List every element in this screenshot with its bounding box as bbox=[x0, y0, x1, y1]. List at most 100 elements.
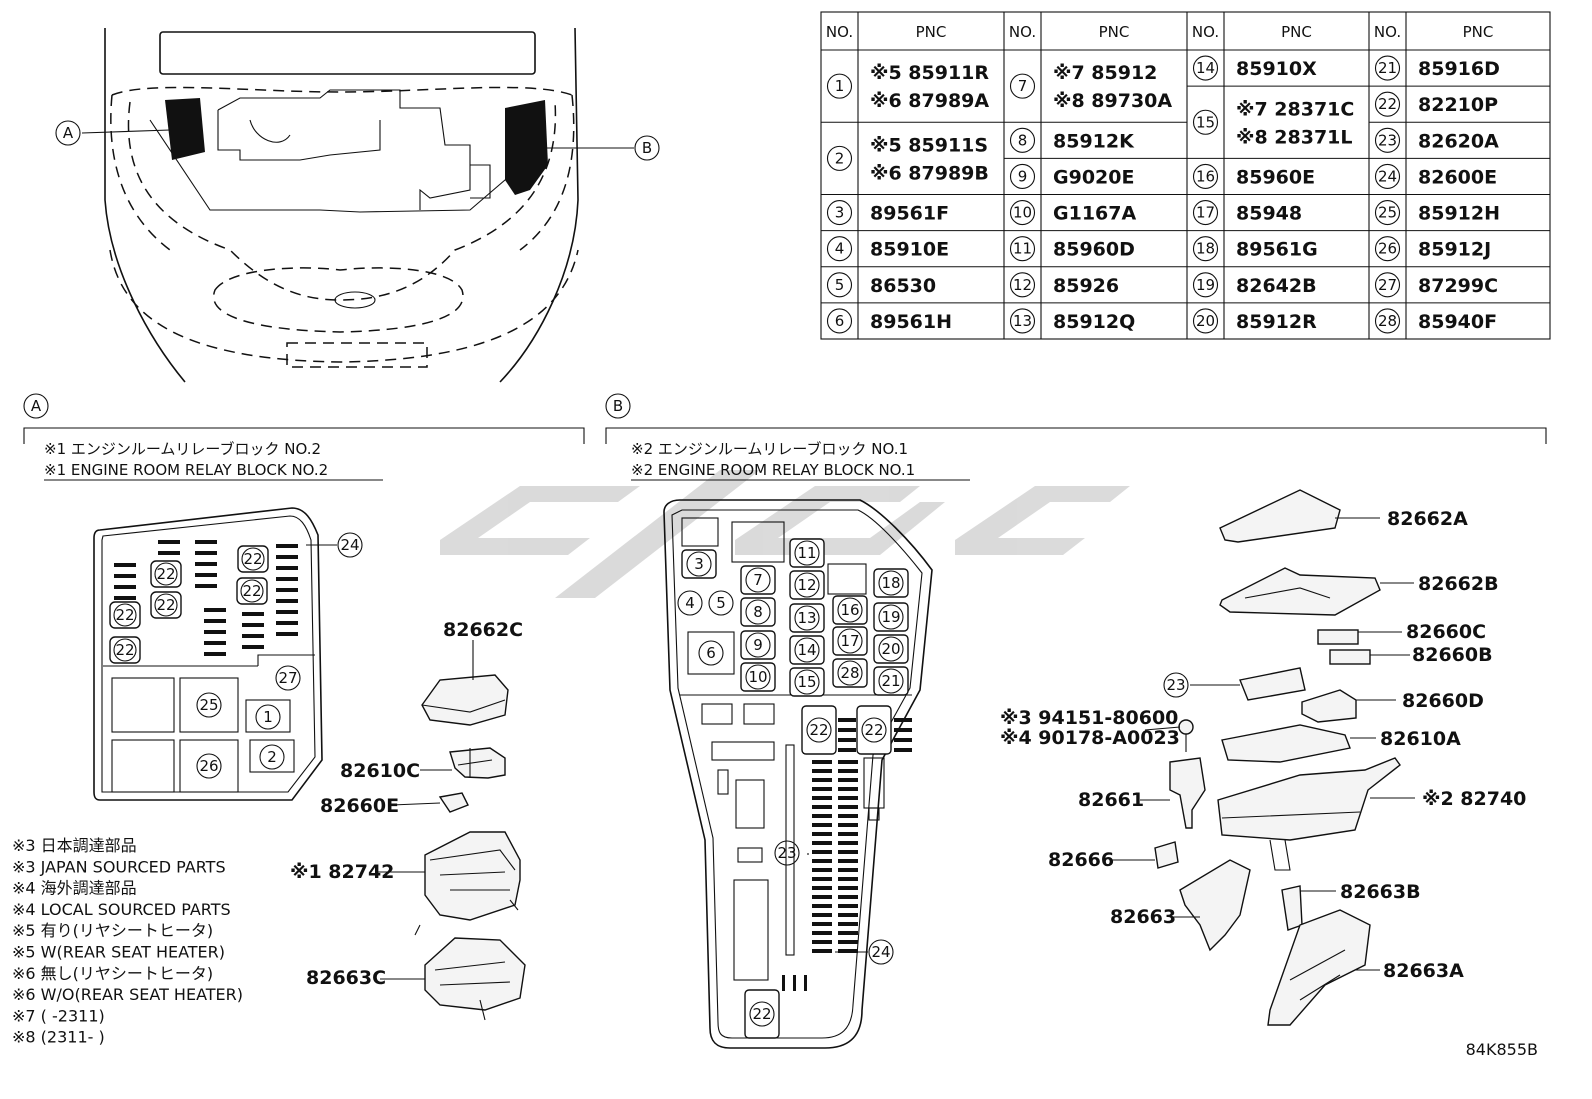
table-no-3: 3 bbox=[826, 200, 853, 226]
callout-22: 22 bbox=[806, 717, 832, 743]
part-label-b-8: 82666 bbox=[1048, 849, 1114, 871]
svg-text:16: 16 bbox=[840, 601, 859, 619]
svg-text:2: 2 bbox=[835, 149, 845, 167]
table-no-24: 24 bbox=[1374, 163, 1401, 189]
svg-text:6: 6 bbox=[706, 644, 716, 662]
part-label-0: 82662C bbox=[443, 619, 523, 641]
table-pnc-7: ※7 85912 bbox=[1053, 62, 1157, 84]
part-label-b-11: 82663A bbox=[1383, 960, 1464, 982]
relay-slot-18: 18 bbox=[873, 568, 909, 598]
table-pnc-1: ※6 87989A bbox=[870, 90, 989, 112]
svg-text:9: 9 bbox=[753, 636, 763, 654]
callout-22: 22 bbox=[113, 638, 137, 662]
callout-24-b: 24 bbox=[868, 939, 894, 965]
legend-note-2: ※4 海外調達部品 bbox=[12, 879, 137, 898]
svg-text:19: 19 bbox=[881, 608, 900, 626]
svg-text:13: 13 bbox=[797, 609, 816, 627]
table-pnc-20: 85912R bbox=[1236, 311, 1317, 333]
part-82662c-cover bbox=[421, 640, 509, 726]
relay-slot-7: 7 bbox=[740, 565, 776, 595]
watermark-logo bbox=[440, 470, 1130, 598]
section-a-title-jp: ※1 エンジンルームリレーブロック NO.2 bbox=[44, 440, 321, 458]
bolt-label-1: ※4 90178-A0023 bbox=[1000, 727, 1180, 749]
svg-text:24: 24 bbox=[340, 536, 359, 554]
callout-b-label: B bbox=[642, 139, 652, 157]
svg-text:7: 7 bbox=[753, 571, 763, 589]
table-no-6: 6 bbox=[826, 308, 853, 334]
part-82660b-relay bbox=[1329, 649, 1410, 665]
legend-note-3: ※4 LOCAL SOURCED PARTS bbox=[12, 900, 231, 919]
callout-13: 13 bbox=[794, 605, 820, 631]
part-82663c-bracket bbox=[424, 937, 526, 1021]
table-pnc-15: ※8 28371L bbox=[1236, 126, 1353, 148]
table-pnc-2: ※5 85911S bbox=[870, 134, 988, 156]
callout-3: 3 bbox=[686, 551, 712, 577]
table-header-no: NO. bbox=[826, 23, 853, 41]
part-82660d-relay-block bbox=[1301, 689, 1396, 723]
part-label-3: ※1 82742 bbox=[290, 861, 394, 883]
relay-slot-14: 14 bbox=[789, 635, 825, 665]
section-b-letter: B bbox=[613, 397, 623, 415]
table-no-18: 18 bbox=[1192, 236, 1219, 262]
svg-text:20: 20 bbox=[881, 640, 900, 658]
bolt-label-0: ※3 94151-80600 bbox=[1000, 707, 1178, 729]
table-pnc-13: 85912Q bbox=[1053, 311, 1135, 333]
svg-text:11: 11 bbox=[1013, 240, 1032, 258]
table-pnc-22: 82210P bbox=[1418, 94, 1498, 116]
table-pnc-18: 89561G bbox=[1236, 239, 1318, 261]
table-no-28: 28 bbox=[1374, 308, 1401, 334]
svg-text:22: 22 bbox=[242, 582, 261, 600]
legend-note-5: ※5 W(REAR SEAT HEATER) bbox=[12, 943, 225, 962]
table-pnc-10: G1167A bbox=[1053, 203, 1136, 225]
table-pnc-16: 85960E bbox=[1236, 166, 1315, 188]
relay-slot-9: 9 bbox=[740, 630, 776, 660]
svg-text:22: 22 bbox=[115, 641, 134, 659]
svg-text:21: 21 bbox=[1378, 59, 1397, 77]
callout-23: 23 bbox=[774, 840, 800, 866]
callout-14: 14 bbox=[794, 637, 820, 663]
legend-note-7: ※6 W/O(REAR SEAT HEATER) bbox=[12, 985, 243, 1004]
part-label-b-9: 82663 bbox=[1110, 906, 1176, 928]
table-no-5: 5 bbox=[826, 272, 853, 298]
svg-text:1: 1 bbox=[263, 708, 273, 726]
table-pnc-6: 89561H bbox=[870, 311, 952, 333]
table-no-4: 4 bbox=[826, 236, 853, 262]
table-no-25: 25 bbox=[1374, 200, 1401, 226]
svg-text:11: 11 bbox=[797, 544, 816, 562]
relay-slot-28: 28 bbox=[832, 658, 868, 688]
section-a: A ※1 エンジンルームリレーブロック NO.2 ※1 ENGINE ROOM … bbox=[12, 393, 585, 1047]
svg-text:26: 26 bbox=[1378, 240, 1397, 258]
table-no-12: 12 bbox=[1009, 272, 1036, 298]
legend-note-8: ※7 ( -2311) bbox=[12, 1006, 105, 1025]
legend-note-1: ※3 JAPAN SOURCED PARTS bbox=[12, 857, 226, 876]
section-a-title-en: ※1 ENGINE ROOM RELAY BLOCK NO.2 bbox=[44, 461, 328, 479]
part-82610a-block bbox=[1221, 724, 1376, 763]
part-label-b-6: ※2 82740 bbox=[1422, 788, 1526, 810]
part-label-b-2: 82660C bbox=[1406, 621, 1486, 643]
part-82660c-relay bbox=[1317, 629, 1402, 645]
table-no-2: 2 bbox=[826, 145, 853, 171]
svg-text:23: 23 bbox=[1166, 676, 1185, 694]
relay-slot-8: 8 bbox=[740, 597, 776, 627]
svg-text:12: 12 bbox=[797, 576, 816, 594]
table-pnc-27: 87299C bbox=[1418, 275, 1498, 297]
callout-17: 17 bbox=[837, 628, 863, 654]
relay-slot-15: 15 bbox=[789, 667, 825, 697]
svg-text:6: 6 bbox=[835, 312, 845, 330]
table-no-21: 21 bbox=[1374, 55, 1401, 81]
part-82663a-bracket bbox=[1267, 909, 1380, 1026]
callout-22: 22 bbox=[113, 603, 137, 627]
svg-text:3: 3 bbox=[694, 555, 704, 573]
callout-9: 9 bbox=[745, 632, 771, 658]
svg-text:28: 28 bbox=[840, 664, 859, 682]
table-pnc-5: 86530 bbox=[870, 275, 936, 297]
table-pnc-11: 85960D bbox=[1053, 239, 1135, 261]
svg-text:18: 18 bbox=[1196, 240, 1215, 258]
svg-text:22: 22 bbox=[243, 550, 262, 568]
table-pnc-25: 85912H bbox=[1418, 203, 1500, 225]
svg-text:27: 27 bbox=[278, 669, 297, 687]
callout-21: 21 bbox=[878, 668, 904, 694]
svg-text:4: 4 bbox=[685, 594, 695, 612]
callout-6: 6 bbox=[698, 640, 724, 666]
relay-slot-19: 19 bbox=[873, 602, 909, 632]
